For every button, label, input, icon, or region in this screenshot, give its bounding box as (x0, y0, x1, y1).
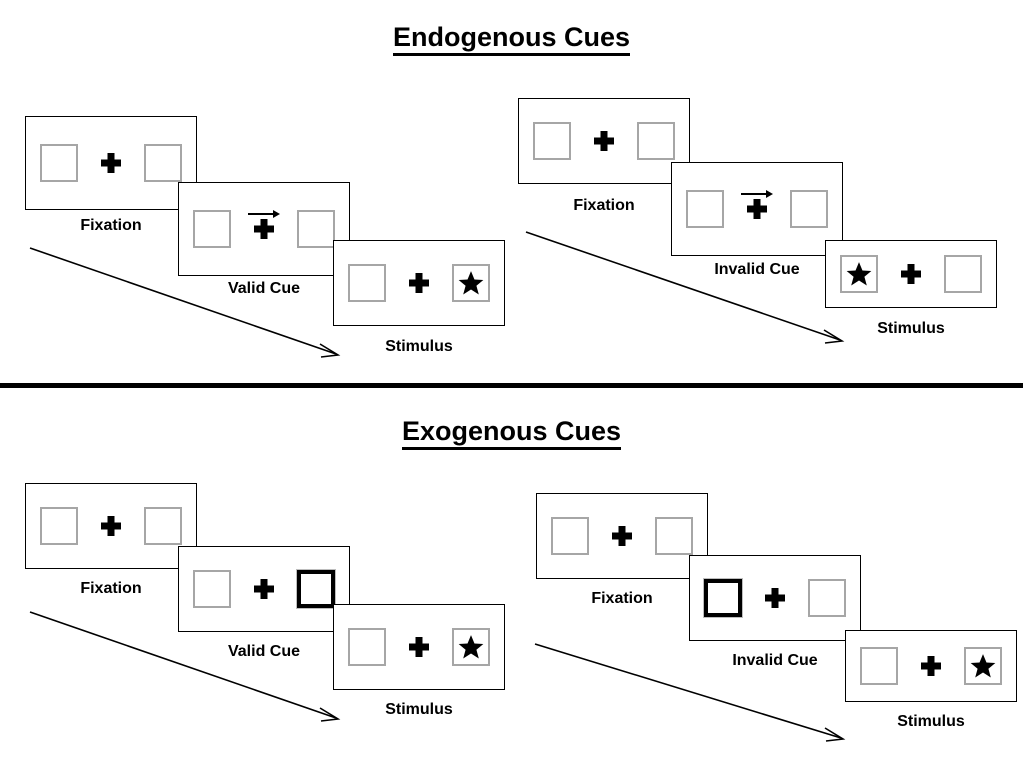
stimulus-box-right[interactable] (297, 210, 335, 248)
caption-endogenous-invalid-stimulus: Stimulus (877, 320, 945, 337)
panel-inner (840, 255, 982, 293)
panel-exogenous-invalid-stimulus[interactable] (845, 630, 1017, 702)
stimulus-box-right[interactable] (655, 517, 693, 555)
section-title-endogenous: Endogenous Cues (0, 22, 1023, 56)
caption-endogenous-invalid-fixation: Fixation (573, 197, 635, 214)
plus-cross-icon (400, 264, 438, 302)
panel-inner (551, 517, 693, 555)
panel-endogenous-valid-stimulus[interactable] (333, 240, 505, 326)
panel-exogenous-valid-fixation[interactable] (25, 483, 197, 569)
star-icon (970, 654, 996, 678)
stimulus-box-right-cued[interactable] (297, 570, 335, 608)
caption-exogenous-valid-cue: Valid Cue (227, 643, 301, 660)
star-icon (458, 271, 484, 295)
section-title-endogenous-text: Endogenous Cues (392, 22, 630, 56)
panel-endogenous-invalid-fixation[interactable] (518, 98, 690, 184)
stimulus-box-left-cued[interactable] (704, 579, 742, 617)
arrow-right-icon (248, 210, 280, 218)
stimulus-box-left[interactable] (551, 517, 589, 555)
caption-exogenous-valid-fixation: Fixation (80, 580, 142, 597)
caption-exogenous-invalid-fixation: Fixation (591, 590, 653, 607)
stimulus-box-left[interactable] (686, 190, 724, 228)
stimulus-box-left[interactable] (860, 647, 898, 685)
panel-exogenous-valid-cue[interactable] (178, 546, 350, 632)
panel-endogenous-valid-fixation[interactable] (25, 116, 197, 210)
stimulus-box-left[interactable] (348, 264, 386, 302)
panel-inner (40, 507, 182, 545)
plus-cross-icon (892, 255, 930, 293)
stimulus-box-left[interactable] (193, 570, 231, 608)
stimulus-box-right[interactable] (144, 507, 182, 545)
panel-inner (193, 570, 335, 608)
section-title-exogenous-text: Exogenous Cues (401, 416, 622, 450)
plus-cross-icon (585, 122, 623, 160)
stimulus-box-left[interactable] (40, 144, 78, 182)
panel-inner (704, 579, 846, 617)
plus-cross-icon (245, 570, 283, 608)
plus-cross-icon (92, 507, 130, 545)
panel-exogenous-valid-stimulus[interactable] (333, 604, 505, 690)
plus-cross-icon (738, 190, 776, 228)
stimulus-box-left[interactable] (40, 507, 78, 545)
panel-endogenous-valid-cue[interactable] (178, 182, 350, 276)
stimulus-box-right[interactable] (452, 628, 490, 666)
stimulus-box-left[interactable] (533, 122, 571, 160)
panel-inner (348, 628, 490, 666)
panel-inner (533, 122, 675, 160)
caption-endogenous-valid-fixation: Fixation (80, 217, 142, 234)
panel-inner (193, 210, 335, 248)
stimulus-box-right[interactable] (144, 144, 182, 182)
star-icon (458, 635, 484, 659)
plus-cross-icon (756, 579, 794, 617)
stimulus-box-left[interactable] (348, 628, 386, 666)
plus-cross-icon (92, 144, 130, 182)
stimulus-box-left[interactable] (840, 255, 878, 293)
plus-cross-icon (912, 647, 950, 685)
arrow-right-icon (741, 190, 773, 198)
stimulus-box-right[interactable] (808, 579, 846, 617)
stimulus-box-right[interactable] (452, 264, 490, 302)
caption-endogenous-valid-cue: Valid Cue (227, 280, 301, 297)
plus-cross-icon (603, 517, 641, 555)
panel-endogenous-invalid-cue[interactable] (671, 162, 843, 256)
caption-endogenous-invalid-cue: Invalid Cue (714, 261, 800, 278)
panel-exogenous-invalid-fixation[interactable] (536, 493, 708, 579)
panel-endogenous-invalid-stimulus[interactable] (825, 240, 997, 308)
plus-cross-icon (245, 210, 283, 248)
caption-exogenous-valid-stimulus: Stimulus (385, 701, 453, 718)
panel-inner (40, 144, 182, 182)
caption-exogenous-invalid-cue: Invalid Cue (732, 652, 818, 669)
panel-inner (348, 264, 490, 302)
caption-exogenous-invalid-stimulus: Stimulus (897, 713, 965, 730)
stimulus-box-right[interactable] (964, 647, 1002, 685)
panel-exogenous-invalid-cue[interactable] (689, 555, 861, 641)
stimulus-box-right[interactable] (637, 122, 675, 160)
caption-endogenous-valid-stimulus: Stimulus (385, 338, 453, 355)
section-divider (0, 383, 1023, 388)
stimulus-box-right[interactable] (944, 255, 982, 293)
stimulus-box-right[interactable] (790, 190, 828, 228)
panel-inner (686, 190, 828, 228)
panel-inner (860, 647, 1002, 685)
plus-cross-icon (400, 628, 438, 666)
star-icon (846, 262, 872, 286)
stimulus-box-left[interactable] (193, 210, 231, 248)
section-title-exogenous: Exogenous Cues (0, 416, 1023, 450)
